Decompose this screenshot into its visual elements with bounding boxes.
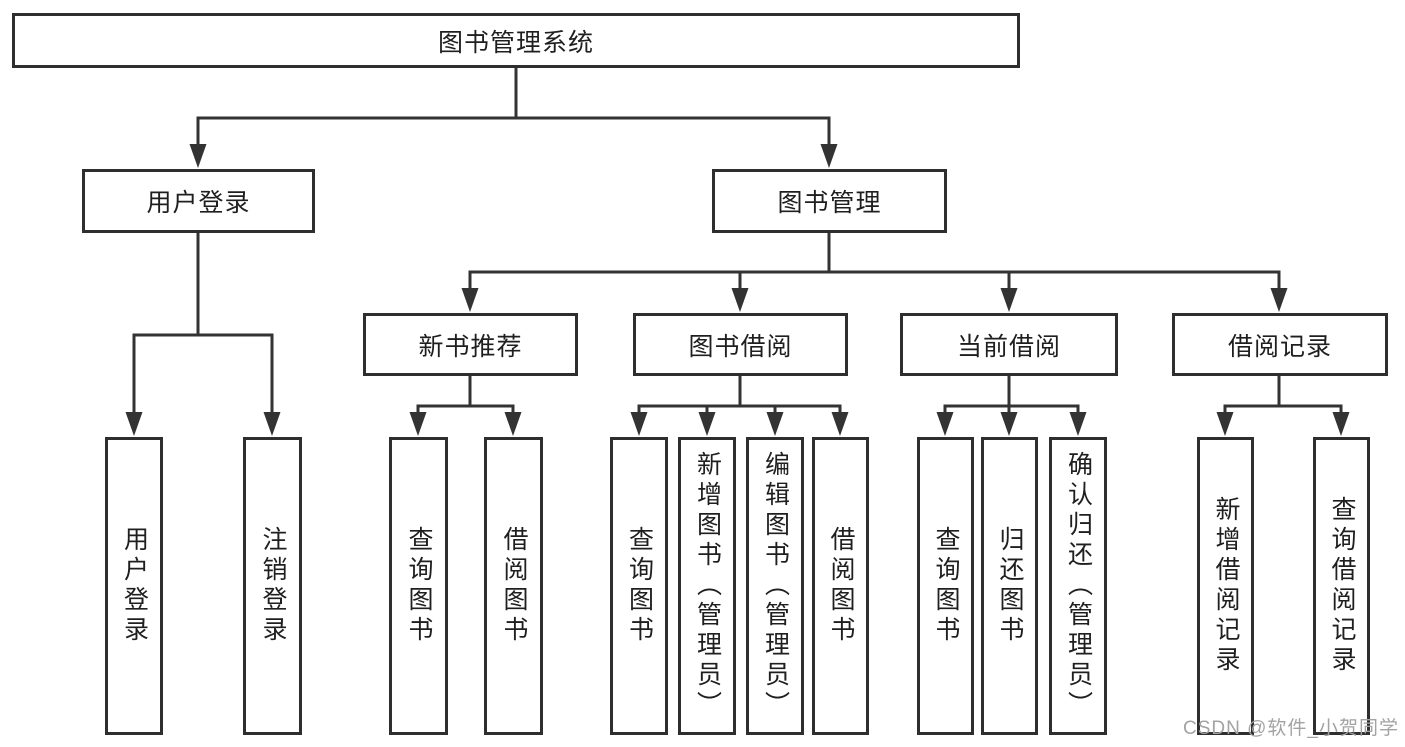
node-user-login: 用户登录: [82, 169, 315, 233]
node-user-login-label: 用户登录: [146, 189, 251, 217]
leaf-current-confirm-return-admin-label: 确认归还（管理员）: [1064, 451, 1093, 721]
leaf-borrow-query-books-label: 查询图书: [625, 526, 654, 646]
node-current-borrow: 当前借阅: [900, 313, 1118, 376]
leaf-records-add-record: 新增借阅记录: [1197, 437, 1254, 735]
node-new-book-recommend-label: 新书推荐: [418, 332, 523, 361]
leaf-current-return-books: 归还图书: [981, 437, 1038, 735]
leaf-records-add-record-label: 新增借阅记录: [1212, 496, 1240, 676]
leaf-user-login: 用户登录: [105, 437, 163, 735]
leaf-borrow-borrow-books: 借阅图书: [812, 437, 869, 735]
node-borrow-records-label: 借阅记录: [1227, 332, 1332, 361]
leaf-logout: 注销登录: [243, 437, 302, 735]
leaf-borrow-add-books-admin: 新增图书（管理员）: [678, 437, 736, 735]
edge-borrow-children: [630, 376, 849, 436]
node-book-borrow-label: 图书借阅: [688, 332, 793, 361]
leaf-current-query-books-label: 查询图书: [932, 526, 960, 646]
node-borrow-records: 借阅记录: [1172, 313, 1388, 376]
leaf-recommend-borrow-books: 借阅图书: [484, 437, 543, 735]
leaf-borrow-edit-books-admin: 编辑图书（管理员）: [746, 437, 804, 735]
leaf-logout-label: 注销登录: [259, 526, 287, 646]
edge-book-management-children: [461, 233, 1288, 312]
leaf-current-return-books-label: 归还图书: [996, 526, 1024, 646]
leaf-current-query-books: 查询图书: [917, 437, 974, 735]
node-book-management: 图书管理: [712, 169, 947, 233]
node-root: 图书管理系统: [12, 13, 1020, 68]
edge-root-to-level2: [189, 68, 838, 168]
edge-current-children: [936, 376, 1087, 436]
leaf-records-query-record: 查询借阅记录: [1313, 437, 1370, 735]
leaf-borrow-edit-books-admin-label: 编辑图书（管理员）: [761, 451, 790, 721]
node-book-borrow: 图书借阅: [633, 313, 848, 376]
leaf-borrow-query-books: 查询图书: [610, 437, 668, 735]
leaf-borrow-add-books-admin-label: 新增图书（管理员）: [693, 451, 722, 721]
leaf-current-confirm-return-admin: 确认归还（管理员）: [1049, 437, 1107, 735]
leaf-recommend-query-books: 查询图书: [389, 437, 448, 735]
leaf-recommend-query-books-label: 查询图书: [405, 526, 433, 646]
leaf-recommend-borrow-books-label: 借阅图书: [500, 526, 528, 646]
leaf-borrow-borrow-books-label: 借阅图书: [827, 526, 855, 646]
node-root-label: 图书管理系统: [437, 28, 594, 57]
node-new-book-recommend: 新书推荐: [363, 313, 578, 376]
edge-records-children: [1216, 376, 1350, 436]
edge-recommend-children: [409, 376, 522, 436]
node-book-management-label: 图书管理: [777, 189, 882, 217]
leaf-user-login-label: 用户登录: [120, 526, 149, 646]
edge-user-login-children: [125, 233, 281, 436]
csdn-watermark: CSDN @软件_小贺同学: [1183, 718, 1399, 739]
leaf-records-query-record-label: 查询借阅记录: [1328, 496, 1356, 676]
node-current-borrow-label: 当前借阅: [956, 332, 1061, 361]
